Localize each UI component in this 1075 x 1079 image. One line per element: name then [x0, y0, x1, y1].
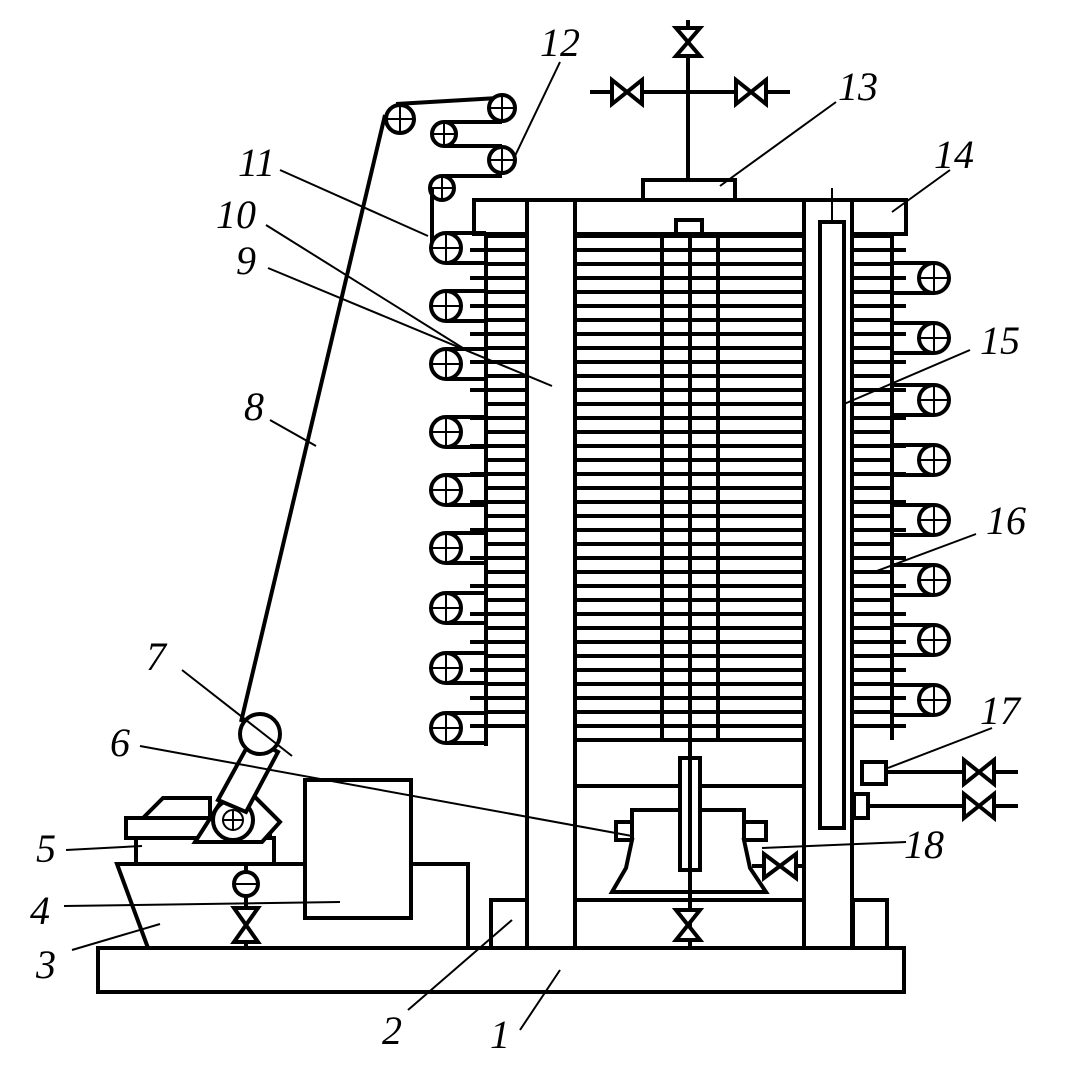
left-support-block [489, 898, 529, 950]
label-11: 11 [238, 140, 275, 185]
pulley-set [384, 93, 517, 248]
rope [239, 114, 387, 723]
label-6: 6 [110, 720, 130, 765]
top-flange [641, 178, 737, 202]
top-valves [590, 20, 790, 236]
loop-pipe-right [892, 321, 934, 355]
loop-pipe-left [446, 651, 486, 685]
label-10: 10 [216, 192, 256, 237]
inlet-valves [852, 755, 1018, 823]
right-support-block [851, 898, 889, 950]
loop-pipe-left [446, 289, 486, 323]
loop-pipe-right [892, 443, 934, 477]
label-8: 8 [244, 384, 264, 429]
loop-pipe-left [446, 473, 486, 507]
side-valve [752, 850, 804, 882]
loop-pipe-right [892, 623, 934, 657]
label-13: 13 [838, 64, 878, 109]
label-12: 12 [540, 20, 580, 65]
label-16: 16 [986, 498, 1026, 543]
loop-pipe-left [446, 415, 486, 449]
tank [114, 862, 470, 950]
box-unit [303, 778, 413, 920]
lower-chamber [575, 232, 804, 948]
loop-pipe-right [892, 503, 934, 537]
left-column [525, 198, 577, 950]
label-3: 3 [35, 942, 56, 987]
leader-lines [63, 61, 993, 1031]
rope-top [395, 96, 499, 106]
label-14: 14 [934, 132, 974, 177]
loop-pipe-left [446, 231, 486, 265]
bottom-valve [671, 908, 705, 942]
drain-valve [230, 864, 262, 948]
label-2: 2 [382, 1008, 402, 1053]
label-18: 18 [904, 822, 944, 867]
loop-pipe-left [446, 711, 486, 745]
base-plate [96, 946, 906, 994]
label-7: 7 [146, 634, 168, 679]
label-9: 9 [236, 238, 256, 283]
arm [215, 712, 282, 815]
label-15: 15 [980, 318, 1020, 363]
level-gauge [818, 220, 846, 830]
label-4: 4 [30, 888, 50, 933]
label-17: 17 [980, 688, 1022, 733]
loop-pipe-right [892, 563, 934, 597]
loop-pipe-right [892, 261, 934, 295]
label-1: 1 [490, 1012, 510, 1057]
loop-pipe-left [446, 591, 486, 625]
label-5: 5 [36, 826, 56, 871]
loop-pipe-left [446, 531, 486, 565]
loop-pipe-right [892, 683, 934, 717]
loop-pipe-right [892, 383, 934, 417]
labels: 1 2 3 4 5 6 7 8 9 10 11 12 13 14 15 16 1… [30, 20, 1026, 1057]
